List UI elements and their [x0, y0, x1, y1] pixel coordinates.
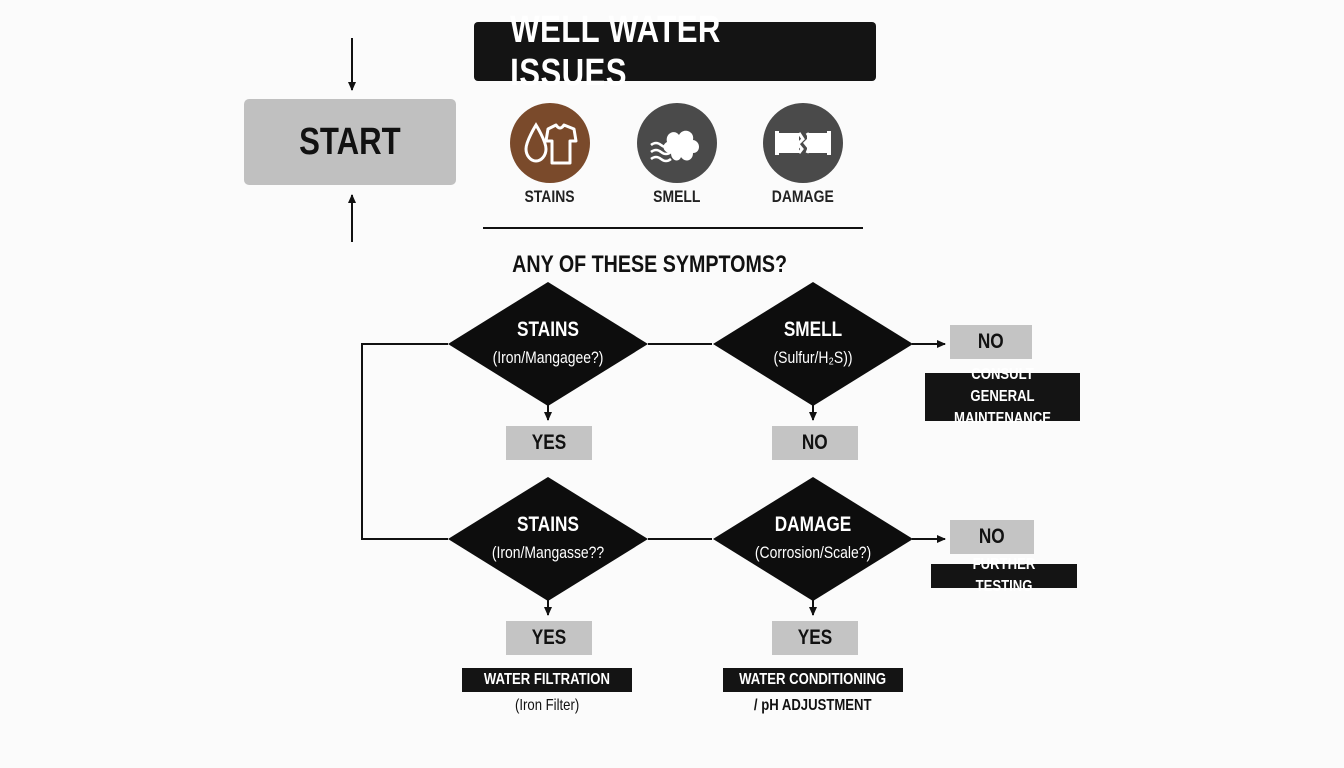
outcome-no-right-1: NO — [950, 325, 1032, 359]
title-text: WELL WATER ISSUES — [510, 8, 721, 94]
decision-3-text: STAINS (Iron/Mangasse?? — [448, 513, 648, 563]
symptom-label-smell: SMELL — [653, 187, 701, 206]
decision-1-subtitle: (Iron/Mangagee?) — [492, 348, 604, 367]
left-loop-connector — [361, 343, 448, 540]
decision-diamond-4 — [713, 477, 913, 601]
decision-diamond-3 — [448, 477, 648, 601]
decision-1-title: STAINS — [517, 318, 579, 341]
decision-4-title: DAMAGE — [774, 513, 852, 536]
decision-1-text: STAINS (Iron/Mangagee?) — [448, 318, 648, 368]
stain-shirt-icon — [510, 103, 590, 183]
outcome-yes-3: YES — [772, 621, 858, 655]
smell-cloud-icon — [637, 103, 717, 183]
water-conditioning-label: WATER CONDITIONING — [723, 668, 903, 692]
iron-filter-label: (Iron Filter) — [514, 697, 580, 714]
outcome-no-right-2: NO — [950, 520, 1034, 554]
start-label: START — [299, 120, 401, 163]
water-filtration-label: WATER FILTRATION — [462, 668, 632, 692]
question-heading: ANY OF THESE SYMPTOMS? — [512, 251, 788, 278]
decision-2-title: SMELL — [783, 318, 843, 341]
title-banner: WELL WATER ISSUES — [474, 9, 876, 94]
decision-diamond-2 — [713, 282, 913, 406]
outcome-yes-2: YES — [506, 621, 592, 655]
decision-2-text: SMELL (Sulfur/H₂S)) — [713, 318, 913, 368]
further-testing-label: FURTHER TESTING — [931, 556, 1077, 595]
start-node: START — [244, 99, 456, 185]
broken-pipe-icon — [763, 103, 843, 183]
decision-diamond-1 — [448, 282, 648, 406]
decision-2-subtitle: (Sulfur/H₂S)) — [773, 348, 853, 367]
consult-maintenance-label: CONSULT GENERAL MAINTENANCE — [925, 366, 1080, 427]
symptom-label-damage: DAMAGE — [772, 187, 834, 206]
ph-adjustment-label: / pH ADJUSTMENT — [754, 697, 872, 714]
symptom-label-stains: STAINS — [524, 187, 576, 206]
outcome-yes-1: YES — [506, 426, 592, 460]
decision-4-subtitle: (Corrosion/Scale?) — [754, 543, 872, 562]
decision-4-text: DAMAGE (Corrosion/Scale?) — [713, 513, 913, 563]
decision-3-subtitle: (Iron/Mangasse?? — [491, 543, 605, 562]
outcome-no-1: NO — [772, 426, 858, 460]
decision-3-title: STAINS — [517, 513, 579, 536]
